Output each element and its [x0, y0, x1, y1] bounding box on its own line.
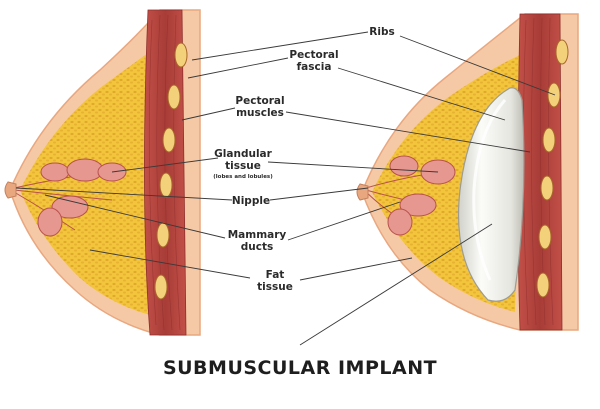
label-glandular-line1: Glandular [214, 148, 272, 160]
leader-lines [15, 31, 556, 346]
right-nipple [356, 183, 369, 201]
diagram-title: SUBMUSCULAR IMPLANT [163, 357, 437, 379]
label-fat-line1: Fat [266, 269, 285, 281]
left-nipple [4, 181, 17, 199]
label-pectoral-muscles-line1: Pectoral [235, 95, 284, 107]
label-ribs: Ribs [369, 26, 394, 38]
label-pectoral-fascia-line1: Pectoral [289, 49, 338, 61]
natural-breast [4, 9, 201, 336]
left-fat [20, 48, 155, 315]
label-mammary-line2: ducts [241, 241, 273, 253]
label-fat-line2: tissue [257, 281, 293, 293]
right-ribs [536, 39, 569, 298]
labels: Ribs Pectoral fascia Pectoral muscles Gl… [163, 26, 437, 379]
label-mammary-line1: Mammary [228, 229, 287, 241]
label-glandular-note: (lobes and lobules) [213, 174, 273, 180]
label-pectoral-fascia-line2: fascia [297, 61, 332, 73]
label-glandular-line2: tissue [225, 160, 261, 172]
label-pectoral-muscles-line2: muscles [236, 107, 284, 119]
label-nipple: Nipple [232, 195, 270, 207]
left-ribs [154, 42, 188, 300]
breast-implant [457, 87, 525, 302]
